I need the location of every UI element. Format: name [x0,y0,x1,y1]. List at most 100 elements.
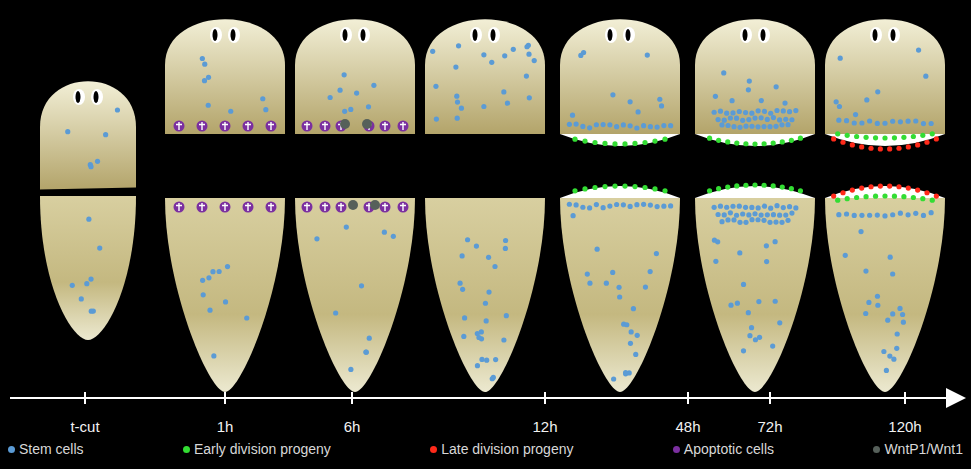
legend-text: Early division progeny [194,441,331,457]
cell-dot [774,84,779,89]
cell-dot [843,253,848,258]
cell-dot [715,212,720,217]
cell-dot [601,122,606,127]
apoptotic-cross [400,203,406,211]
cell-dot [859,144,864,149]
cell-dot [746,87,751,92]
cell-dot [854,195,859,200]
cell-dot [764,259,769,264]
cell-dot [202,62,207,67]
cell-dot [719,219,724,224]
cell-dot [734,140,739,145]
cell-dot [774,203,779,208]
cell-dot [595,247,600,252]
cell-dot [752,115,757,120]
cell-dot [890,271,895,276]
wnt-cell [340,119,350,129]
cell-dot [731,217,736,222]
apoptotic-cell [220,121,231,132]
cell-dot [661,204,666,209]
cell-dot [481,52,486,57]
eye-spot [361,29,366,41]
cell-dot [773,239,778,244]
cell-dot [594,122,599,127]
cell-dot [783,117,788,122]
cell-dot [906,144,911,149]
cell-dot [761,124,766,129]
cell-dot [873,194,878,199]
cell-dot [363,350,368,355]
cell-dot [484,318,489,323]
cell-dot [567,202,572,207]
cell-dot [635,333,640,338]
cell-dot [923,74,928,79]
cell-dot [580,205,585,210]
cell-dot [455,116,460,121]
cell-dot [834,99,839,104]
cell-dot [900,312,905,317]
cell-dot [743,110,748,115]
cell-dot [749,205,754,210]
cell-dot [433,84,438,89]
cell-dot [934,193,939,198]
cell-dot [95,159,100,164]
cell-dot [614,124,619,129]
cell-dot [461,334,466,339]
cell-dot [707,188,712,193]
cell-dot [875,294,880,299]
cell-dot [364,350,369,355]
cell-dot [661,123,666,128]
blastema [560,186,680,198]
cell-dot [887,183,892,188]
cell-dot [572,137,577,142]
cell-dot [896,184,901,189]
cell-dot [783,212,788,217]
cell-dot [892,135,897,140]
cell-dot [915,142,920,147]
cell-dot [852,120,857,125]
cell-dot [737,204,742,209]
cell-dot [524,73,529,78]
cell-dot [789,117,794,122]
cell-dot [628,123,633,128]
time-label: 1h [217,418,234,435]
blastema [560,134,680,146]
cell-dot [930,131,935,136]
cell-dot [728,115,733,120]
cell-dot [486,255,491,260]
legend-text: Apoptotic cells [684,441,774,457]
cell-dot [712,205,717,210]
cell-dot [206,103,211,108]
cell-dot [868,184,873,189]
cell-dot [864,97,869,102]
cell-dot [633,352,638,357]
cell-dot [655,124,660,129]
blastema [695,186,815,198]
cell-dot [875,212,880,217]
cell-dot [793,205,798,210]
cell-dot [761,141,766,146]
apoptotic-cross [304,122,310,130]
apoptotic-cell [380,121,391,132]
cell-dot [743,141,748,146]
cell-dot [479,357,484,362]
cell-dot [836,212,841,217]
cell-dot [455,99,460,104]
time-label: t-cut [70,418,99,435]
cell-dot [785,122,790,127]
cell-dot [328,95,333,100]
eye-white [758,27,770,43]
cell-dot [875,303,880,308]
tail-fragment [425,198,545,392]
cell-dot [716,138,721,143]
cell-dot [761,218,766,223]
cell-dot [354,90,359,95]
cell-dot [798,188,803,193]
cell-dot [837,104,842,109]
cell-dot [474,243,479,248]
cell-dot [434,117,439,122]
time-tick [224,392,226,404]
cell-dot [734,213,739,218]
apoptotic-cross [199,122,205,130]
cell-dot [765,212,770,217]
